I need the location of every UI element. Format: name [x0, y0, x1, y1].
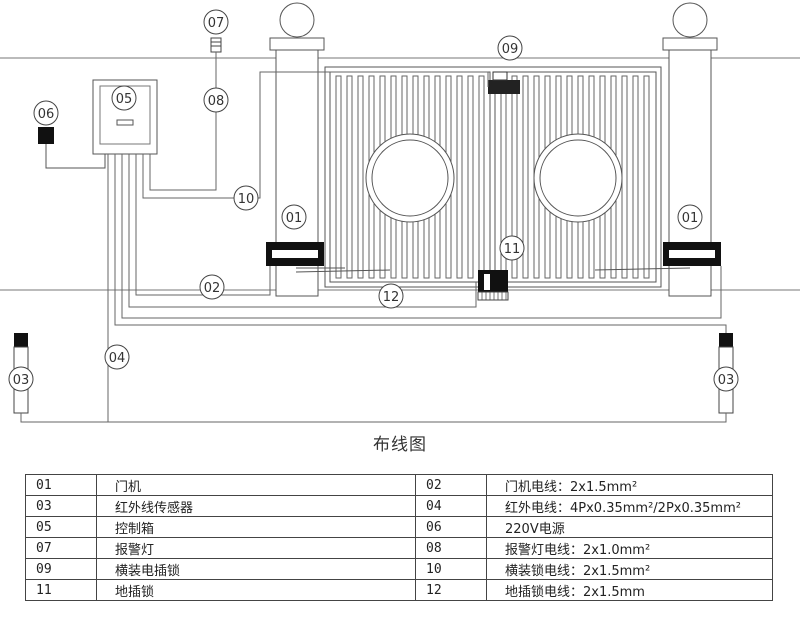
- legend-description: 报警灯电线：2x1.0mm²: [486, 537, 773, 559]
- wiring: [20, 52, 727, 423]
- legend-description: 横装电插锁: [96, 558, 416, 580]
- legend-number: 12: [415, 579, 487, 601]
- legend-description: 红外电线：4Px0.35mm²/2Px0.35mm²: [486, 495, 773, 517]
- alarm-light: [210, 37, 222, 53]
- callout-09: 09: [502, 42, 519, 57]
- callout-10: 10: [238, 192, 255, 207]
- gate-opener-right: [594, 242, 721, 271]
- gate-bar: [357, 75, 364, 279]
- callout-11: 11: [504, 242, 521, 257]
- legend-description: 红外线传感器: [96, 495, 416, 517]
- legend-row: 01 门机 02 门机电线：2x1.5mm²: [25, 474, 773, 496]
- gate-bar: [478, 75, 485, 279]
- legend-description: 控制箱: [96, 516, 416, 538]
- legend-number: 06: [415, 516, 487, 538]
- legend-number: 10: [415, 558, 487, 580]
- legend-number: 04: [415, 495, 487, 517]
- legend-description: 地插锁电线：2x1.5mm: [486, 579, 773, 601]
- legend-number: 09: [25, 558, 97, 580]
- legend-number: 05: [25, 516, 97, 538]
- power-supply: [38, 127, 106, 169]
- diagram-caption: 布线图: [373, 435, 427, 455]
- ground-lock: [477, 270, 509, 301]
- legend-description: 门机电线：2x1.5mm²: [486, 474, 773, 496]
- gate-bar: [335, 75, 342, 279]
- gate-bar: [643, 75, 650, 279]
- callout-06: 06: [38, 107, 55, 122]
- gate-bar: [511, 75, 518, 279]
- gate: [324, 66, 662, 288]
- legend-row: 03 红外线传感器 04 红外电线：4Px0.35mm²/2Px0.35mm²: [25, 495, 773, 517]
- legend-table: 01 门机 02 门机电线：2x1.5mm² 03 红外线传感器 04 红外电线…: [25, 474, 773, 601]
- gate-bar: [346, 75, 353, 279]
- legend-number: 11: [25, 579, 97, 601]
- callout-07: 07: [208, 16, 225, 31]
- legend-row: 07 报警灯 08 报警灯电线：2x1.0mm²: [25, 537, 773, 559]
- legend-description: 门机: [96, 474, 416, 496]
- gate-opener-left: [266, 242, 391, 273]
- callout-05: 05: [116, 92, 133, 107]
- callout-circles: [8, 9, 739, 392]
- callout-04: 04: [109, 351, 126, 366]
- gate-bar: [522, 75, 529, 279]
- legend-description: 横装锁电线：2x1.5mm²: [486, 558, 773, 580]
- gate-bar: [632, 75, 639, 279]
- legend-row: 09 横装电插锁 10 横装锁电线：2x1.5mm²: [25, 558, 773, 580]
- horizontal-electric-lock: [488, 71, 520, 94]
- callout-08: 08: [208, 94, 225, 109]
- callout-03-left: 03: [13, 373, 30, 388]
- control-box: [92, 79, 158, 155]
- legend-description: 220V电源: [486, 516, 773, 538]
- legend-row: 11 地插锁 12 地插锁电线：2x1.5mm: [25, 579, 773, 601]
- callout-12: 12: [383, 290, 400, 305]
- gate-bar: [467, 75, 474, 279]
- legend-number: 08: [415, 537, 487, 559]
- legend-description: 地插锁: [96, 579, 416, 601]
- gate-bar: [456, 75, 463, 279]
- gate-bar: [621, 75, 628, 279]
- callout-03-right: 03: [718, 373, 735, 388]
- legend-number: 01: [25, 474, 97, 496]
- legend-number: 03: [25, 495, 97, 517]
- callout-labels: 07 08 09 06 05 10 01 01 11 02 12 04 03 0…: [13, 16, 735, 388]
- legend-description: 报警灯: [96, 537, 416, 559]
- callout-02: 02: [204, 281, 221, 296]
- callout-01-right: 01: [682, 211, 699, 226]
- callout-01-left: 01: [286, 211, 303, 226]
- legend-number: 07: [25, 537, 97, 559]
- legend-row: 05 控制箱 06 220V电源: [25, 516, 773, 538]
- legend-number: 02: [415, 474, 487, 496]
- wiring-diagram: 07 08 09 06 05 10 01 01 11 02 12 04 03 0…: [0, 2, 800, 423]
